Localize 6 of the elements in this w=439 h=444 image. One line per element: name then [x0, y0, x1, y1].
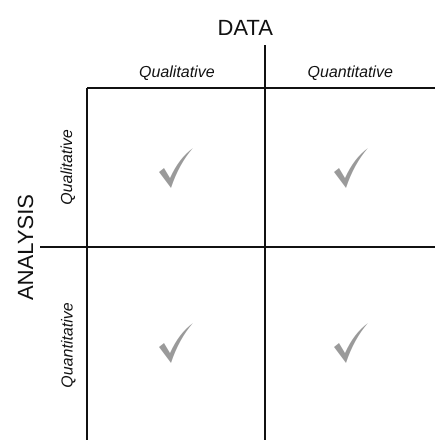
axis-title: DATA: [218, 17, 273, 39]
row-header: Quantitative: [60, 302, 76, 388]
column-header: Quantitative: [308, 65, 393, 81]
column-header: Qualitative: [139, 65, 215, 81]
axis-title: ANALYSIS: [15, 194, 37, 300]
row-header: Qualitative: [60, 129, 76, 205]
